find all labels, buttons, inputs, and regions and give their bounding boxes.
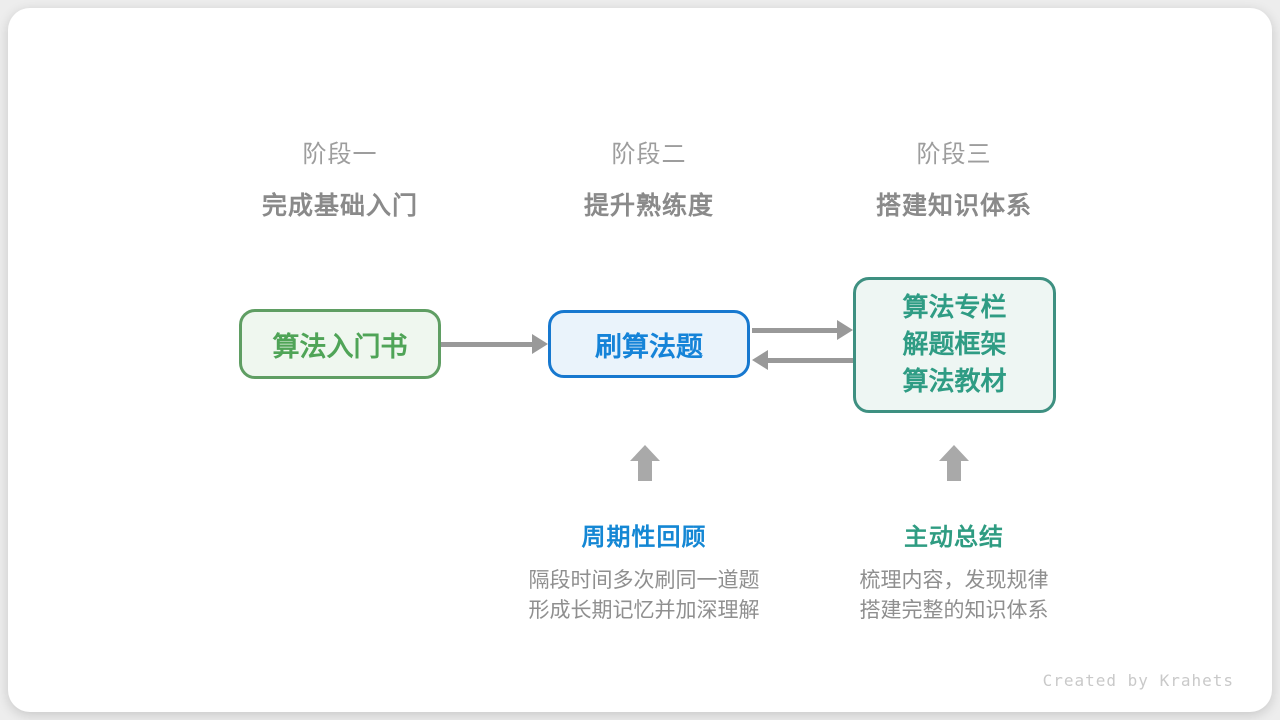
stage-2-subtitle: 提升熟练度: [583, 191, 714, 220]
annotation-desc-line: 形成长期记忆并加深理解: [528, 598, 760, 622]
node-knowledge-resources-line-2: 解题框架: [902, 329, 1007, 360]
annotation-desc-active-summary: 梳理内容，发现规律 搭建完整的知识体系: [784, 565, 1124, 625]
arrow-shaft: [768, 357, 853, 363]
stage-1-label: 阶段一: [302, 140, 378, 168]
arrow-right-icon: [441, 334, 548, 354]
diagram-card: 阶段一 完成基础入门 阶段二 提升熟练度 阶段三 搭建知识体系 算法入门书 刷算…: [8, 8, 1272, 712]
annotation-desc-line: 梳理内容，发现规律: [859, 568, 1049, 592]
arrow-left-icon: [752, 350, 853, 370]
node-practice-problems-label: 刷算法题: [595, 331, 703, 363]
node-intro-book: 算法入门书: [239, 309, 441, 379]
arrow-head: [752, 350, 768, 370]
arrow-shaft: [947, 461, 961, 481]
stage-1-subtitle: 完成基础入门: [261, 191, 418, 220]
node-knowledge-resources-line-1: 算法专栏: [902, 292, 1007, 323]
arrow-right-icon: [752, 320, 853, 340]
annotation-title-periodic-review: 周期性回顾: [581, 523, 707, 551]
stage-header-3: 阶段三 搭建知识体系: [824, 134, 1084, 222]
arrow-head: [837, 320, 853, 340]
arrow-shaft: [638, 461, 652, 481]
node-knowledge-resources: 算法专栏 解题框架 算法教材: [853, 277, 1056, 413]
annotation-title-active-summary: 主动总结: [904, 523, 1004, 551]
node-knowledge-resources-line-3: 算法教材: [902, 366, 1007, 397]
arrow-shaft: [441, 341, 532, 347]
stage-3-subtitle: 搭建知识体系: [875, 191, 1032, 220]
annotation-desc-line: 搭建完整的知识体系: [859, 598, 1049, 622]
arrow-head: [939, 445, 969, 461]
stage-header-2: 阶段二 提升熟练度: [519, 134, 779, 222]
annotation-desc-periodic-review: 隔段时间多次刷同一道题 形成长期记忆并加深理解: [474, 565, 814, 625]
stage-2-label: 阶段二: [611, 140, 687, 168]
stage-3-label: 阶段三: [916, 140, 992, 168]
arrow-up-icon: [939, 445, 969, 481]
node-intro-book-label: 算法入门书: [272, 331, 408, 363]
credit-text: Created by Krahets: [1042, 671, 1234, 690]
arrow-up-icon: [630, 445, 660, 481]
node-practice-problems: 刷算法题: [548, 310, 750, 378]
stage-header-1: 阶段一 完成基础入门: [210, 134, 470, 222]
arrow-shaft: [752, 327, 837, 333]
annotation-desc-line: 隔段时间多次刷同一道题: [528, 568, 760, 592]
arrow-head: [532, 334, 548, 354]
arrow-head: [630, 445, 660, 461]
